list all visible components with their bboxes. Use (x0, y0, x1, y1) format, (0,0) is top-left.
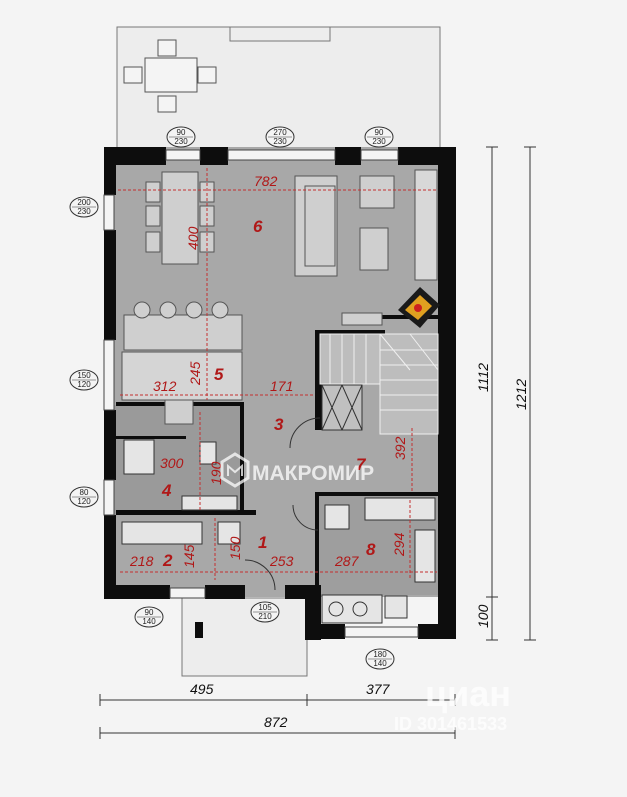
svg-text:105: 105 (258, 603, 272, 612)
room-number-3: 3 (274, 415, 284, 434)
fireplace (398, 287, 440, 328)
svg-text:230: 230 (273, 137, 287, 146)
dimension-377: 377 (366, 681, 391, 697)
cian-watermark: циан ID 301461533 (394, 673, 511, 734)
walls (104, 147, 456, 640)
opening-label: 80 120 (69, 486, 99, 508)
dimension-495: 495 (190, 681, 214, 697)
room-number-5: 5 (214, 365, 224, 384)
dimension-253: 253 (269, 553, 294, 569)
opening-label: 200 230 (69, 196, 99, 218)
dimension-171: 171 (270, 378, 293, 394)
opening-label: 270 230 (265, 126, 295, 148)
dimension-218: 218 (129, 553, 154, 569)
dimension-100: 100 (475, 604, 491, 628)
opening-label: 90 140 (134, 606, 164, 628)
room-number-2: 2 (162, 551, 173, 570)
svg-text:150: 150 (77, 371, 91, 380)
svg-text:200: 200 (77, 198, 91, 207)
opening-label: 90 230 (166, 126, 196, 148)
opening-label: 180 140 (365, 648, 395, 670)
dimension-150: 150 (227, 536, 243, 560)
staircase (319, 333, 439, 435)
outdoor-dining-set (123, 39, 217, 113)
svg-text:циан: циан (425, 673, 511, 714)
svg-text:180: 180 (373, 650, 387, 659)
opening-label: 90 230 (364, 126, 394, 148)
dimension-300: 300 (160, 455, 184, 471)
dimension-190: 190 (208, 461, 224, 485)
dimension-782: 782 (254, 173, 278, 189)
svg-text:120: 120 (77, 380, 91, 389)
dimension-245: 245 (187, 361, 203, 386)
dimension-400: 400 (185, 226, 201, 250)
room-number-1: 1 (258, 533, 267, 552)
svg-text:90: 90 (145, 608, 154, 617)
dimension-1112: 1112 (475, 363, 491, 392)
svg-text:80: 80 (80, 488, 89, 497)
dimension-872: 872 (264, 714, 288, 730)
svg-text:140: 140 (373, 659, 387, 668)
svg-text:230: 230 (77, 207, 91, 216)
svg-text:140: 140 (142, 617, 156, 626)
room-number-7: 7 (356, 455, 367, 474)
svg-text:90: 90 (375, 128, 384, 137)
room-number-4: 4 (161, 481, 172, 500)
opening-label: 150 120 (69, 369, 99, 391)
svg-text:120: 120 (77, 497, 91, 506)
svg-text:ID 301461533: ID 301461533 (394, 714, 507, 734)
dimension-294: 294 (391, 532, 407, 557)
svg-text:210: 210 (258, 612, 272, 621)
dimension-1212: 1212 (513, 379, 529, 410)
svg-text:230: 230 (174, 137, 188, 146)
dimension-312: 312 (153, 378, 177, 394)
svg-text:МАКРОМИР: МАКРОМИР (252, 462, 374, 485)
furniture (121, 169, 438, 425)
dimension-145: 145 (181, 544, 197, 568)
svg-text:270: 270 (273, 128, 287, 137)
room-number-6: 6 (253, 217, 263, 236)
dimension-392: 392 (392, 436, 408, 460)
dimension-287: 287 (334, 553, 360, 569)
opening-label: 105 210 (250, 601, 280, 623)
makromir-watermark: МАКРОМИР (220, 452, 374, 488)
room-number-8: 8 (366, 540, 376, 559)
svg-text:230: 230 (372, 137, 386, 146)
svg-text:90: 90 (177, 128, 186, 137)
